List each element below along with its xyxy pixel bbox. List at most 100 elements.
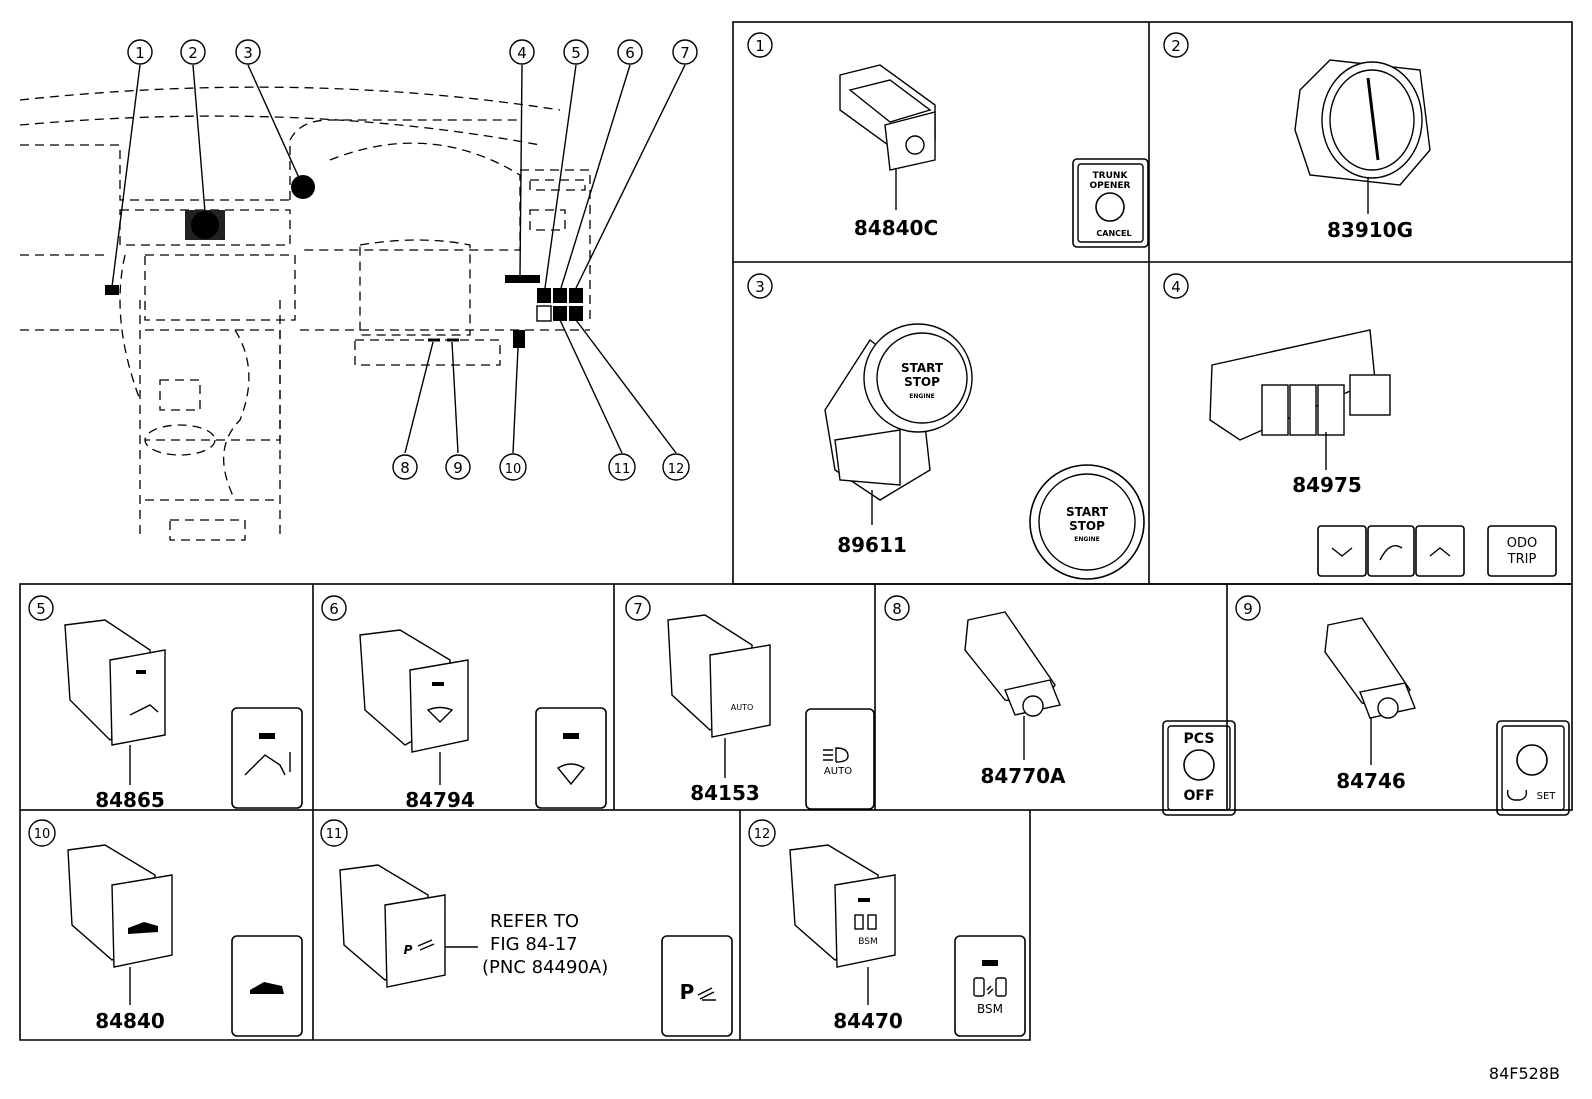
figure-code: 84F528B [1489, 1064, 1560, 1083]
svg-text:10: 10 [505, 462, 522, 477]
svg-text:TRIP: TRIP [1507, 552, 1537, 567]
auto-headlight-face: AUTO [805, 708, 875, 810]
overview-callout: 9 [445, 454, 471, 480]
meter-control-switch-icon [1209, 329, 1391, 470]
svg-text:BSM: BSM [977, 1002, 1003, 1016]
dashboard-overview: 1 2 3 4 5 6 7 8 9 10 11 12 [19, 39, 698, 541]
svg-text:START: START [1066, 505, 1109, 519]
overview-callout: 2 [180, 39, 206, 65]
windshield-deicer-icon [359, 629, 469, 785]
svg-text:P: P [404, 943, 413, 957]
part-number: 84153 [690, 781, 760, 805]
svg-text:5: 5 [571, 44, 581, 62]
svg-text:4: 4 [517, 44, 527, 62]
svg-text:STOP: STOP [904, 375, 940, 389]
auto-headlight-icon: AUTO [667, 614, 771, 778]
overview-callout: 6 [617, 39, 643, 65]
bsm-icon: BSM [789, 844, 896, 1005]
clock-icon [1294, 59, 1431, 214]
panel-6: 6 84794 [321, 595, 607, 812]
svg-text:ENGINE: ENGINE [909, 393, 934, 400]
panel-number: 1 [755, 37, 765, 55]
trunk-icon [67, 844, 173, 1005]
part-number: 84794 [405, 788, 475, 812]
meter-switch-face: ODO TRIP [1317, 525, 1557, 577]
svg-text:AUTO: AUTO [731, 703, 754, 712]
svg-text:BSM: BSM [858, 937, 878, 947]
panel-number: 5 [36, 600, 46, 618]
svg-text:ODO: ODO [1507, 536, 1537, 551]
svg-text:12: 12 [668, 462, 685, 477]
svg-text:1: 1 [135, 44, 145, 62]
rear-suspension-switch-face [231, 707, 303, 809]
svg-text:STOP: STOP [1069, 519, 1105, 533]
panel-12: 12 BSM 84470 BSM [748, 819, 1026, 1037]
part-number: 84840 [95, 1009, 165, 1033]
svg-text:PCS: PCS [1184, 731, 1215, 747]
start-stop-button-icon: START STOP ENGINE [824, 323, 973, 525]
svg-text:OFF: OFF [1183, 788, 1214, 804]
refer-line: REFER TO [490, 911, 579, 932]
svg-text:3: 3 [243, 44, 253, 62]
svg-text:6: 6 [625, 44, 635, 62]
refer-line: (PNC 84490A) [482, 957, 608, 978]
panel-5: 5 84865 [28, 595, 303, 812]
svg-text:9: 9 [453, 459, 463, 477]
part-number: 84865 [95, 788, 165, 812]
part-number: 84470 [833, 1009, 903, 1033]
panel-4: 4 84975 ODO TRIP [1163, 273, 1557, 577]
panel-8: 8 84770A PCS OFF [884, 595, 1236, 816]
panel-number: 7 [633, 600, 643, 618]
panel-number: 4 [1171, 278, 1181, 296]
trunk-opener-switch-icon [839, 64, 936, 210]
svg-text:8: 8 [400, 459, 410, 477]
panel-1: 1 84840C TRUNK OPENER CANCEL [747, 32, 1149, 248]
start-stop-face: START STOP ENGINE [1029, 464, 1145, 580]
svg-text:7: 7 [680, 44, 690, 62]
svg-text:SET: SET [1537, 791, 1557, 802]
parking-sensor-icon: P [339, 864, 478, 988]
bsm-face: BSM [954, 935, 1026, 1037]
panel-number: 6 [329, 600, 339, 618]
panel-11: 11 P REFER TO FIG 84-17 (PNC 84490A) P [320, 819, 733, 1037]
panel-10: 10 84840 [28, 819, 303, 1037]
overview-callout: 3 [235, 39, 261, 65]
parking-sensor-face: P [661, 935, 733, 1037]
windshield-deicer-face [535, 707, 607, 809]
svg-text:TRUNK: TRUNK [1093, 171, 1129, 181]
svg-text:ENGINE: ENGINE [1074, 536, 1099, 543]
svg-text:AUTO: AUTO [824, 766, 852, 777]
overview-callout: 1 [127, 39, 153, 65]
svg-text:OPENER: OPENER [1089, 181, 1130, 191]
panel-number: 2 [1171, 37, 1181, 55]
trunk-face [231, 935, 303, 1037]
overview-callout: 12 [662, 453, 690, 481]
refer-line: FIG 84-17 [490, 934, 578, 955]
panel-9: 9 84746 SET [1235, 595, 1570, 816]
trunk-opener-face: TRUNK OPENER CANCEL [1072, 158, 1149, 248]
panel-number: 9 [1243, 600, 1253, 618]
svg-text:CANCEL: CANCEL [1096, 229, 1131, 238]
rear-suspension-switch-icon [64, 619, 166, 785]
part-number: 84840C [854, 216, 938, 240]
overview-callout: 5 [563, 39, 589, 65]
overview-callout: 11 [608, 453, 636, 481]
panel-7: 7 AUTO 84153 AUTO [625, 595, 875, 810]
cruise-set-face: SET [1496, 720, 1570, 816]
panel-3: 3 START STOP ENGINE 89611 START STOP ENG… [747, 273, 1145, 580]
panel-number: 12 [754, 827, 771, 842]
panel-grid [19, 21, 1573, 1041]
overview-callout: 10 [499, 453, 527, 481]
panel-number: 10 [34, 827, 51, 842]
overview-callout: 4 [509, 39, 535, 65]
part-number: 83910G [1327, 218, 1413, 242]
part-number: 84770A [980, 764, 1066, 788]
panel-number: 8 [892, 600, 902, 618]
svg-text:START: START [901, 361, 944, 375]
part-number: 84975 [1292, 473, 1362, 497]
svg-text:2: 2 [188, 44, 198, 62]
svg-text:P: P [680, 980, 695, 1004]
pcs-off-face: PCS OFF [1162, 720, 1236, 816]
overview-callout: 7 [672, 39, 698, 65]
